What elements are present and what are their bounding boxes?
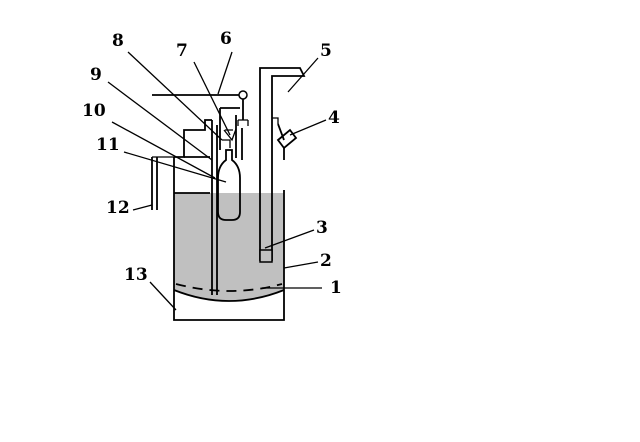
central-fitting — [219, 108, 243, 160]
label-4: 4 — [328, 108, 340, 128]
leader-lines — [107, 51, 327, 311]
label-8: 8 — [112, 31, 124, 51]
long-tube — [211, 120, 218, 295]
right-tube — [259, 67, 306, 263]
label-12: 12 — [106, 198, 130, 218]
label-9: 9 — [90, 65, 102, 85]
inner-vessel — [173, 190, 285, 302]
label-5: 5 — [320, 41, 332, 61]
label-10: 10 — [82, 101, 106, 121]
label-7: 7 — [176, 41, 188, 61]
label-6: 6 — [220, 29, 232, 49]
lid-assembly — [174, 119, 212, 158]
arrow-7 — [223, 128, 237, 142]
side-valve — [272, 117, 298, 160]
liquid — [174, 193, 284, 301]
label-2: 2 — [320, 251, 332, 271]
label-1: 1 — [330, 278, 342, 298]
bottom-distributor — [175, 283, 283, 292]
side-probe — [151, 156, 174, 210]
outer-vessel — [173, 157, 285, 321]
label-11: 11 — [96, 135, 120, 155]
label-13: 13 — [124, 265, 148, 285]
top-bar — [152, 90, 249, 126]
sample-bottle — [217, 149, 241, 221]
label-3: 3 — [316, 218, 328, 238]
